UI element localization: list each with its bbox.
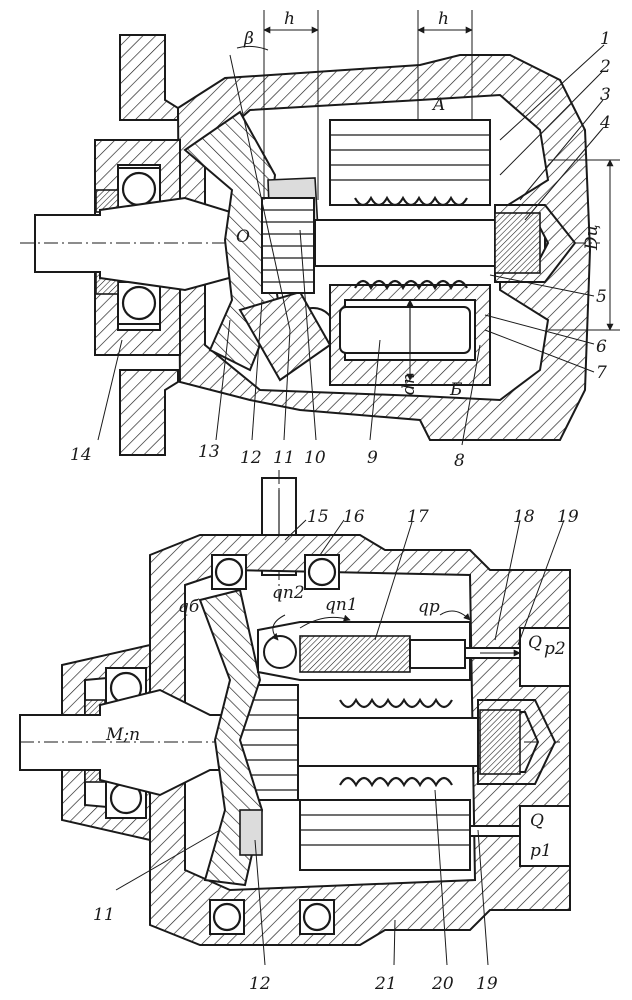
label-d-n: dп [399, 373, 419, 395]
label-Q-top: Q [528, 633, 542, 653]
lower-outlet [469, 825, 521, 837]
callout-19-top: 19 [557, 507, 579, 527]
cylinder-block [329, 119, 491, 206]
upper-ball [263, 635, 297, 669]
cylinder-block-lines [330, 134, 490, 181]
port-bottom [519, 805, 571, 867]
callout-21: 21 [374, 974, 397, 994]
upper-piston [299, 635, 411, 673]
top-callouts: 1 2 3 4 5 6 7 8 9 10 11 12 13 1 [70, 29, 611, 471]
bottom-callouts: 15 16 17 18 19 11 12 21 20 19 [93, 507, 579, 994]
spring [354, 195, 468, 291]
callout-20: 20 [431, 974, 454, 994]
spring-lower [339, 697, 453, 788]
callout-2: 2 [599, 57, 611, 77]
callout-14: 14 [70, 445, 92, 465]
label-point-O: O [236, 227, 250, 247]
callout-9: 9 [367, 448, 378, 468]
bottom-sectional-view: qп2 qб qп1 qр Q p2 Q p1 M;n 15 16 17 18 … [19, 470, 579, 994]
callout-8: 8 [454, 451, 465, 471]
callout-1: 1 [600, 29, 611, 49]
central-rod-lower [297, 717, 499, 767]
callout-13: 13 [198, 442, 220, 462]
label-zone-B: Б [449, 380, 463, 400]
callout-16: 16 [343, 507, 365, 527]
spline-gear [261, 197, 315, 294]
label-beta: β [243, 29, 254, 49]
callout-12: 12 [240, 448, 262, 468]
pin [494, 212, 541, 274]
top-bearings [209, 554, 340, 935]
callout-12-bottom: 12 [249, 974, 271, 994]
mounting-flange-lower [119, 369, 179, 456]
lower-cylinder [299, 799, 471, 871]
callout-4: 4 [599, 113, 611, 133]
plate-12 [239, 809, 263, 856]
callout-11-bottom: 11 [93, 905, 115, 925]
port-top [519, 627, 571, 687]
top-sectional-view: β h h Dц dп O A Б 1 2 3 4 5 6 7 8 9 [20, 9, 620, 471]
callout-17: 17 [407, 507, 429, 527]
label-h-left: h [284, 9, 295, 29]
label-p2: p2 [544, 639, 566, 659]
label-zone-A: A [431, 95, 445, 115]
callout-10: 10 [304, 448, 326, 468]
callout-11: 11 [273, 448, 295, 468]
piston [339, 306, 471, 354]
label-M-n: M;n [105, 725, 140, 745]
label-q-p: qр [418, 597, 440, 617]
callout-3: 3 [600, 85, 611, 105]
callout-15: 15 [307, 507, 329, 527]
label-q-n2: qп2 [272, 583, 305, 603]
right-pin [479, 709, 521, 775]
label-h-right: h [438, 9, 449, 29]
upper-piston-tail [409, 639, 466, 669]
callout-5: 5 [596, 287, 607, 307]
label-D-c: Dц [582, 225, 602, 252]
label-Q-bottom: Q [530, 811, 544, 831]
callout-19-bottom: 19 [476, 974, 498, 994]
callout-18: 18 [513, 507, 535, 527]
callout-6: 6 [596, 337, 607, 357]
label-p1: p1 [530, 841, 552, 861]
callout-7: 7 [596, 363, 607, 383]
label-q-b: qб [178, 597, 200, 617]
mounting-flange [119, 34, 179, 121]
label-q-n1: qп1 [325, 595, 358, 615]
